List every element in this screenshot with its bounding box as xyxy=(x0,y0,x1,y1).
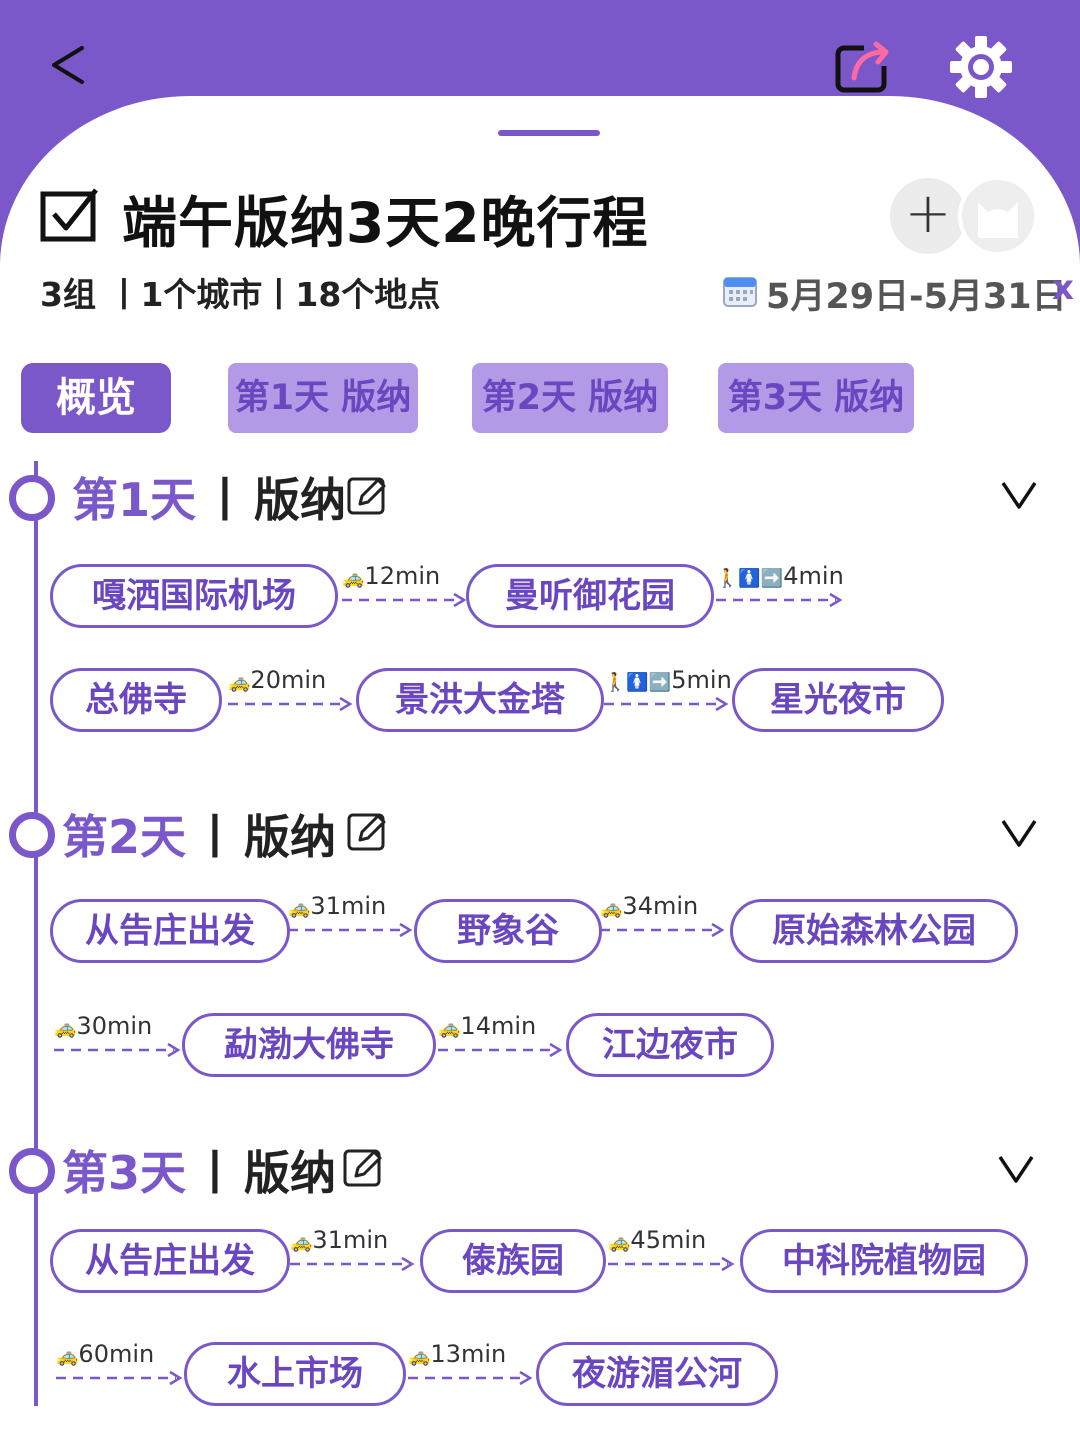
itinerary-sheet: 端午版纳3天2晚行程 + 3组 丨1个城市丨18个地点 5月29日-5月31日 … xyxy=(0,96,1080,1443)
stop-day1-2[interactable]: 曼听御花园 xyxy=(466,564,714,628)
chevron-down-icon[interactable] xyxy=(1000,818,1038,848)
transfer-day3-1: 🚕31min xyxy=(290,1226,418,1280)
trip-stats: 3组 丨1个城市丨18个地点 xyxy=(40,275,441,314)
transfer-day3-4: 🚕13min xyxy=(408,1340,536,1394)
edit-icon[interactable] xyxy=(346,810,388,852)
checkbox-icon[interactable] xyxy=(40,186,100,242)
avatar[interactable] xyxy=(958,176,1038,256)
settings-gear-icon[interactable] xyxy=(948,34,1014,100)
transfer-day1-3: 🚕20min xyxy=(228,666,356,720)
close-button[interactable]: x xyxy=(1052,268,1074,308)
stop-day2-1[interactable]: 从告庄出发 xyxy=(50,899,290,963)
stop-day1-5[interactable]: 星光夜市 xyxy=(732,668,944,732)
tab-day-2[interactable]: 第2天 版纳 xyxy=(472,363,668,433)
stop-day2-2[interactable]: 野象谷 xyxy=(414,899,602,963)
tab-day-1[interactable]: 第1天 版纳 xyxy=(228,363,418,433)
stop-day3-2[interactable]: 傣族园 xyxy=(420,1229,606,1293)
transfer-day3-3: 🚕60min xyxy=(56,1340,186,1394)
timeline-line xyxy=(34,461,38,1406)
day-2-marker xyxy=(9,812,55,858)
tab-overview[interactable]: 概览 xyxy=(21,363,171,433)
edit-icon[interactable] xyxy=(346,474,388,516)
transfer-day3-2: 🚕45min xyxy=(608,1226,738,1280)
stop-day1-1[interactable]: 嘎洒国际机场 xyxy=(50,564,338,628)
transfer-day2-4: 🚕14min xyxy=(438,1012,566,1066)
transfer-day2-2: 🚕34min xyxy=(600,892,728,946)
stop-day1-3[interactable]: 总佛寺 xyxy=(50,668,222,732)
stop-day2-4[interactable]: 勐渤大佛寺 xyxy=(182,1013,436,1077)
stop-day3-1[interactable]: 从告庄出发 xyxy=(50,1229,290,1293)
chevron-down-icon[interactable] xyxy=(997,1154,1035,1184)
calendar-icon xyxy=(723,277,757,307)
chevron-down-icon[interactable] xyxy=(1000,480,1038,510)
tab-day-3[interactable]: 第3天 版纳 xyxy=(718,363,914,433)
add-member-button[interactable]: + xyxy=(890,178,966,254)
share-icon[interactable] xyxy=(834,38,896,96)
page-title: 端午版纳3天2晚行程 xyxy=(122,191,649,255)
drag-handle[interactable] xyxy=(498,130,600,136)
transfer-day1-4: 🚶🚺➡️5min xyxy=(604,666,732,720)
day-1-title: 第1天丨版纳 xyxy=(72,473,347,527)
transfer-day2-3: 🚕30min xyxy=(54,1012,184,1066)
stop-day3-4[interactable]: 水上市场 xyxy=(184,1342,406,1406)
cat-avatar-icon xyxy=(978,202,1018,238)
day-2-title: 第2天丨版纳 xyxy=(62,810,337,864)
stop-day3-3[interactable]: 中科院植物园 xyxy=(740,1229,1028,1293)
stop-day1-4[interactable]: 景洪大金塔 xyxy=(356,668,604,732)
back-arrow-icon[interactable] xyxy=(44,40,94,90)
day-3-title: 第3天丨版纳 xyxy=(62,1146,337,1200)
stop-day2-3[interactable]: 原始森林公园 xyxy=(730,899,1018,963)
stop-day2-5[interactable]: 江边夜市 xyxy=(566,1013,774,1077)
trip-dates: 5月29日-5月31日 xyxy=(766,277,1067,317)
stop-day3-5[interactable]: 夜游湄公河 xyxy=(536,1342,778,1406)
day-1-marker xyxy=(9,475,55,521)
day-3-marker xyxy=(9,1148,55,1194)
transfer-day1-2: 🚶🚺➡️4min xyxy=(716,562,850,616)
edit-icon[interactable] xyxy=(342,1146,384,1188)
transfer-day2-1: 🚕31min xyxy=(288,892,416,946)
transfer-day1-1: 🚕12min xyxy=(342,562,470,616)
